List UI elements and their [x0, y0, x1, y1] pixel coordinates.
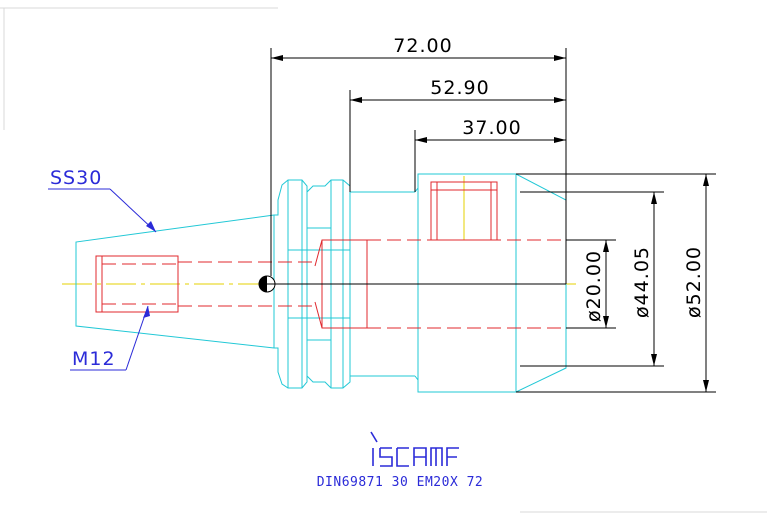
dimension-dia-body: ø44.05	[520, 191, 664, 367]
callout-taper: SS30	[48, 167, 157, 233]
dimension-overall-length: 72.00	[270, 35, 567, 284]
dimension-dia-bore: ø20.00	[566, 239, 616, 329]
callout-thread: M12	[70, 305, 150, 371]
dimension-short-length: 37.00	[414, 117, 566, 192]
dim-dia-44-05: ø44.05	[631, 246, 653, 318]
internal-bore	[95, 181, 566, 329]
dim-dia-52: ø52.00	[683, 246, 705, 318]
sheet-border	[0, 7, 767, 513]
dim-37: 37.00	[462, 117, 521, 139]
taper-shank	[75, 214, 275, 349]
dimension-dia-outer: ø52.00	[516, 173, 716, 393]
callout-taper-label: SS30	[50, 167, 102, 189]
dimension-mid-length: 52.90	[349, 77, 566, 192]
dim-72: 72.00	[393, 35, 452, 57]
centerline	[62, 176, 580, 285]
callout-thread-label: M12	[72, 348, 116, 370]
iscar-logo	[370, 431, 459, 467]
dim-52-90: 52.90	[430, 77, 489, 99]
dim-dia-20: ø20.00	[583, 250, 605, 322]
drawing-caption: DIN69871 30 EM20X 72	[317, 475, 484, 490]
